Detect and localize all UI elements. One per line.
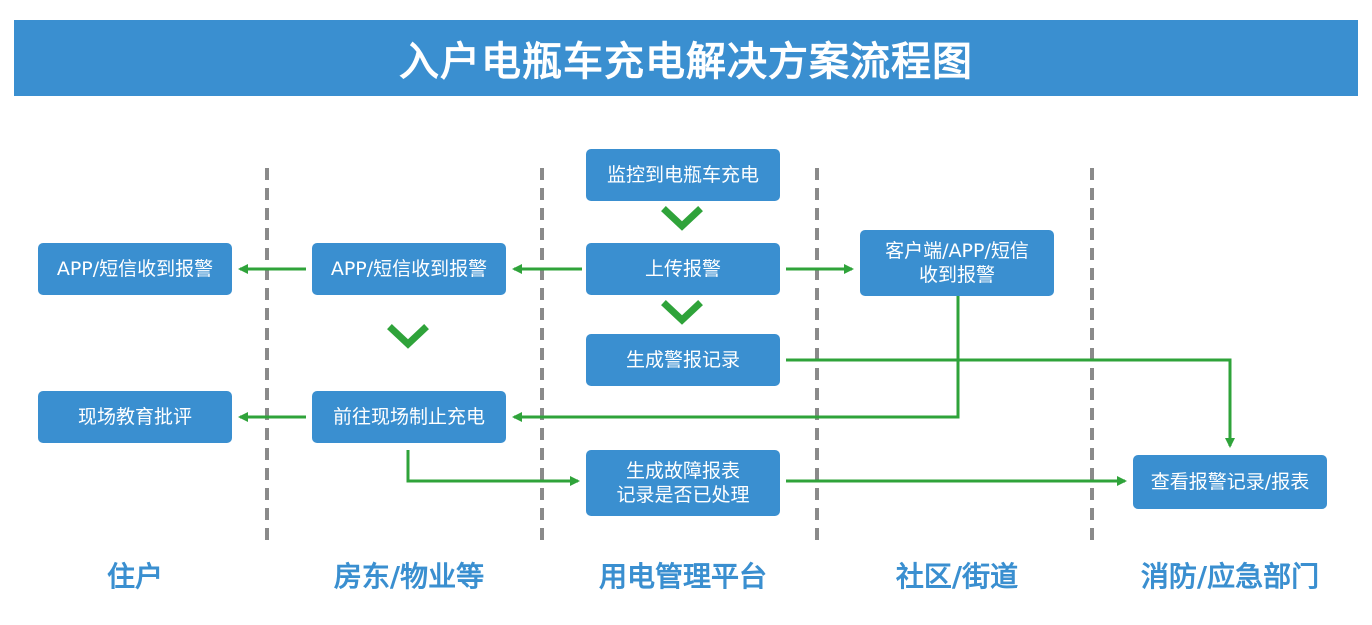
lane-label-landlord: 房东/物业等 <box>333 560 485 593</box>
lane-label-fire: 消防/应急部门 <box>1140 560 1320 593</box>
node-landlord-app-alert: APP/短信收到报警 <box>312 243 506 295</box>
arrow-go-to-report <box>406 450 580 486</box>
node-platform-upload: 上传报警 <box>586 243 780 295</box>
node-resident-education: 现场教育批评 <box>38 391 232 443</box>
node-platform-record: 生成警报记录 <box>586 334 780 386</box>
page-title: 入户电瓶车充电解决方案流程图 <box>14 20 1358 96</box>
lane-label-platform: 用电管理平台 <box>598 560 767 593</box>
node-landlord-stop-charging: 前往现场制止充电 <box>312 391 506 443</box>
node-resident-app-alert: APP/短信收到报警 <box>38 243 232 295</box>
chevron-down-icon <box>387 324 429 349</box>
chevron-down-icon <box>661 206 703 231</box>
node-platform-report: 生成故障报表 记录是否已处理 <box>586 450 780 516</box>
chevron-down-icon <box>661 300 703 325</box>
lane-label-resident: 住户 <box>106 560 163 593</box>
lane-label-community: 社区/街道 <box>895 560 1019 593</box>
node-community-alert: 客户端/APP/短信 收到报警 <box>860 230 1054 296</box>
node-platform-monitor: 监控到电瓶车充电 <box>586 149 780 201</box>
arrow-community-to-go <box>512 296 960 422</box>
arrow-record-to-fire <box>786 358 1235 448</box>
node-fire-view-records: 查看报警记录/报表 <box>1133 455 1327 509</box>
